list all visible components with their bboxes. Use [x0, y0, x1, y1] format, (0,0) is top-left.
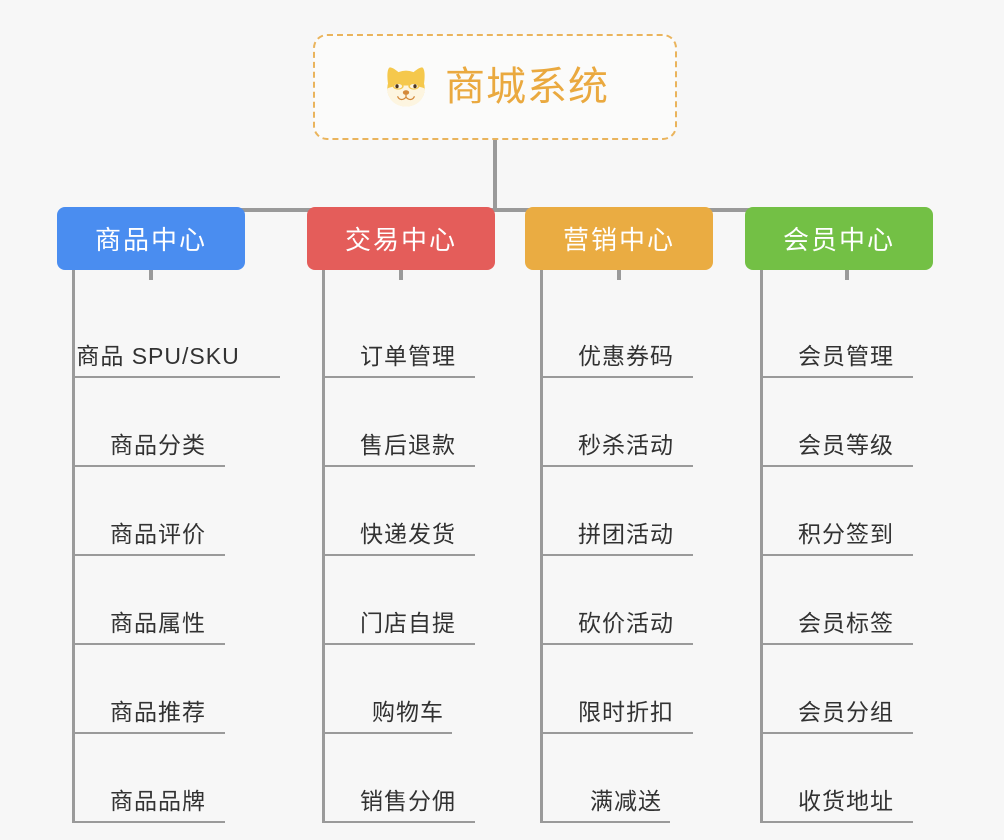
- leaf-item[interactable]: 订单管理: [322, 289, 495, 378]
- leaf-item[interactable]: 商品品牌: [72, 734, 245, 823]
- category-header-product-center[interactable]: 商品中心: [57, 207, 245, 270]
- leaf-label: 购物车: [372, 699, 444, 725]
- category-label: 商品中心: [94, 225, 207, 255]
- leaf-underline: [760, 821, 913, 823]
- leaf-label: 售后退款: [360, 432, 456, 458]
- leaf-underline: [72, 554, 225, 556]
- leaf-item[interactable]: 收货地址: [760, 734, 933, 823]
- leaf-label: 快递发货: [360, 521, 456, 547]
- leaf-item[interactable]: 快递发货: [322, 467, 495, 556]
- leaf-label: 商品属性: [110, 610, 206, 636]
- leaf-underline: [540, 376, 693, 378]
- leaf-item[interactable]: 会员等级: [760, 378, 933, 467]
- leaf-underline: [322, 554, 475, 556]
- leaf-label: 积分签到: [798, 521, 894, 547]
- leaf-underline: [322, 821, 475, 823]
- leaf-item[interactable]: 购物车: [322, 645, 495, 734]
- category-label: 会员中心: [782, 225, 895, 255]
- root-node[interactable]: 商城系统: [313, 34, 677, 140]
- root-title: 商城系统: [445, 65, 609, 109]
- leaf-item[interactable]: 销售分佣: [322, 734, 495, 823]
- leaf-item[interactable]: 限时折扣: [540, 645, 713, 734]
- leaf-spine: [540, 270, 543, 823]
- leaf-label: 商品 SPU/SKU: [76, 343, 240, 369]
- leaf-underline: [322, 465, 475, 467]
- leaf-list-member-center: 会员管理 会员等级 积分签到 会员标签 会员分组 收货地址: [760, 270, 933, 823]
- leaf-item[interactable]: 门店自提: [322, 556, 495, 645]
- leaf-list-trade-center: 订单管理 售后退款 快递发货 门店自提 购物车 销售分佣: [322, 270, 495, 823]
- leaf-label: 限时折扣: [578, 699, 674, 725]
- leaf-item[interactable]: 满减送: [540, 734, 713, 823]
- leaf-spine: [322, 270, 325, 823]
- column-marketing-center: 营销中心 优惠券码 秒杀活动 拼团活动 砍价活动 限时折扣: [525, 207, 713, 823]
- leaf-list-product-center: 商品 SPU/SKU 商品分类 商品评价 商品属性 商品推荐 商品品牌: [72, 270, 280, 823]
- leaf-underline: [72, 821, 225, 823]
- leaf-item[interactable]: 会员标签: [760, 556, 933, 645]
- leaf-label: 商品品牌: [110, 788, 206, 814]
- leaf-label: 会员分组: [798, 699, 894, 725]
- leaf-underline: [540, 465, 693, 467]
- leaf-item[interactable]: 商品评价: [72, 467, 245, 556]
- leaf-underline: [540, 554, 693, 556]
- leaf-spine: [72, 270, 75, 823]
- leaf-list-marketing-center: 优惠券码 秒杀活动 拼团活动 砍价活动 限时折扣 满减送: [540, 270, 713, 823]
- leaf-underline: [72, 643, 225, 645]
- leaf-item[interactable]: 秒杀活动: [540, 378, 713, 467]
- leaf-label: 优惠券码: [578, 343, 674, 369]
- leaf-item[interactable]: 会员分组: [760, 645, 933, 734]
- leaf-underline: [72, 376, 280, 378]
- leaf-item[interactable]: 积分签到: [760, 467, 933, 556]
- category-header-member-center[interactable]: 会员中心: [745, 207, 933, 270]
- leaf-underline: [540, 732, 693, 734]
- leaf-label: 商品评价: [110, 521, 206, 547]
- leaf-label: 订单管理: [360, 343, 456, 369]
- leaf-label: 商品推荐: [110, 699, 206, 725]
- leaf-underline: [760, 732, 913, 734]
- leaf-spine: [760, 270, 763, 823]
- leaf-item[interactable]: 商品 SPU/SKU: [72, 289, 280, 378]
- leaf-underline: [72, 732, 225, 734]
- leaf-underline: [760, 465, 913, 467]
- leaf-item[interactable]: 售后退款: [322, 378, 495, 467]
- leaf-label: 会员标签: [798, 610, 894, 636]
- category-header-trade-center[interactable]: 交易中心: [307, 207, 495, 270]
- leaf-label: 会员管理: [798, 343, 894, 369]
- column-member-center: 会员中心 会员管理 会员等级 积分签到 会员标签 会员分组: [745, 207, 933, 823]
- leaf-underline: [72, 465, 225, 467]
- leaf-label: 收货地址: [798, 788, 894, 814]
- category-header-marketing-center[interactable]: 营销中心: [525, 207, 713, 270]
- leaf-label: 砍价活动: [578, 610, 674, 636]
- leaf-underline: [322, 376, 475, 378]
- leaf-label: 门店自提: [360, 610, 456, 636]
- leaf-item[interactable]: 拼团活动: [540, 467, 713, 556]
- leaf-underline: [540, 821, 670, 823]
- leaf-item[interactable]: 会员管理: [760, 289, 933, 378]
- column-product-center: 商品中心 商品 SPU/SKU 商品分类 商品评价 商品属性 商品推荐: [57, 207, 280, 823]
- connector-horizontal-bus: [149, 208, 849, 212]
- leaf-label: 销售分佣: [360, 788, 456, 814]
- leaf-item[interactable]: 优惠券码: [540, 289, 713, 378]
- connector-root-drop: [493, 140, 497, 212]
- leaf-underline: [540, 643, 693, 645]
- leaf-label: 满减送: [590, 788, 662, 814]
- leaf-label: 拼团活动: [578, 521, 674, 547]
- leaf-item[interactable]: 砍价活动: [540, 556, 713, 645]
- column-trade-center: 交易中心 订单管理 售后退款 快递发货 门店自提 购物车: [307, 207, 495, 823]
- category-label: 交易中心: [344, 225, 457, 255]
- leaf-label: 商品分类: [110, 432, 206, 458]
- leaf-underline: [760, 376, 913, 378]
- leaf-item[interactable]: 商品分类: [72, 378, 245, 467]
- leaf-item[interactable]: 商品推荐: [72, 645, 245, 734]
- leaf-underline: [760, 643, 913, 645]
- leaf-underline: [322, 643, 475, 645]
- category-label: 营销中心: [562, 225, 675, 255]
- leaf-underline: [760, 554, 913, 556]
- leaf-item[interactable]: 商品属性: [72, 556, 245, 645]
- leaf-underline: [322, 732, 452, 734]
- leaf-label: 秒杀活动: [578, 432, 674, 458]
- leaf-label: 会员等级: [798, 432, 894, 458]
- shiba-inu-icon: [387, 67, 425, 107]
